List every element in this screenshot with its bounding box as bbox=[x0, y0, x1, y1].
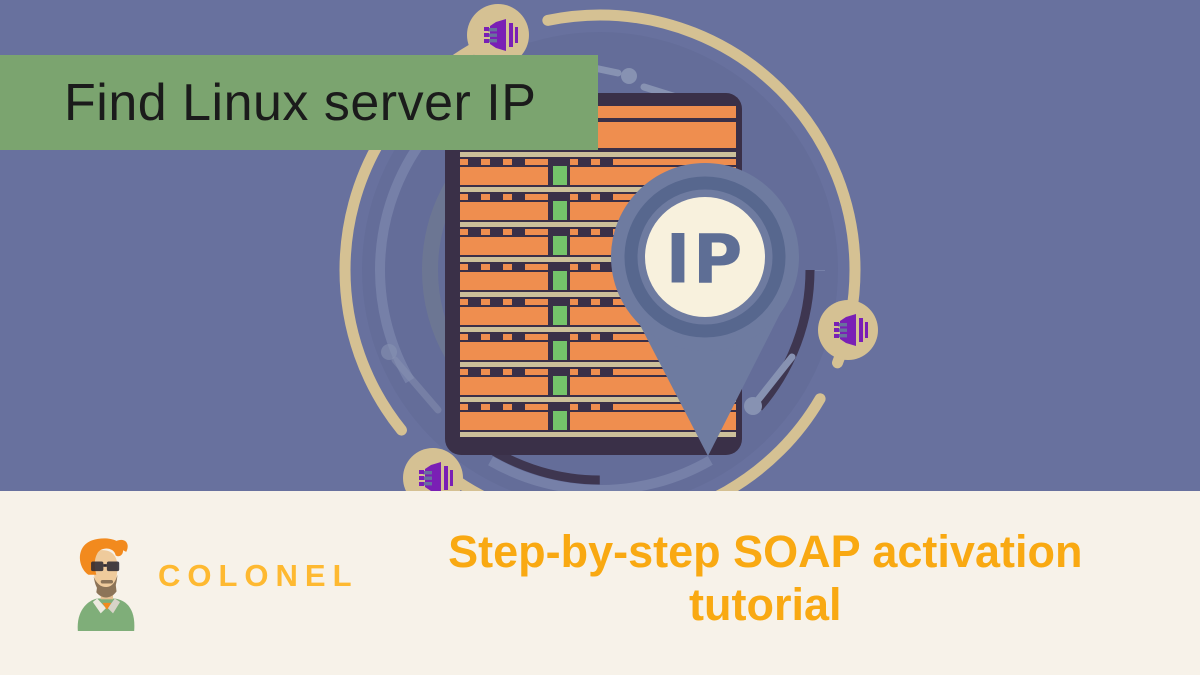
ip-pin-label: IP bbox=[665, 221, 744, 300]
dark-dashed-arc bbox=[385, 55, 815, 485]
ip-pin: IP bbox=[611, 163, 799, 456]
banner-title-text: Find Linux server IP bbox=[64, 73, 537, 132]
service-node-top bbox=[467, 4, 529, 66]
video-title-line-2: tutorial bbox=[689, 579, 842, 630]
brand-block: COLONEL bbox=[62, 536, 359, 631]
video-title: Step-by-step SOAP activation tutorial bbox=[359, 525, 1200, 631]
colonel-mascot-icon bbox=[77, 537, 135, 631]
video-title-line-1: Step-by-step SOAP activation bbox=[448, 525, 1083, 577]
service-node-right bbox=[818, 300, 878, 360]
title-banner: Find Linux server IP bbox=[0, 55, 598, 150]
light-arc bbox=[375, 45, 825, 495]
footer-bar: COLONEL Step-by-step SOAP activation tut… bbox=[0, 491, 1200, 675]
brand-logo-text: COLONEL bbox=[158, 558, 359, 593]
